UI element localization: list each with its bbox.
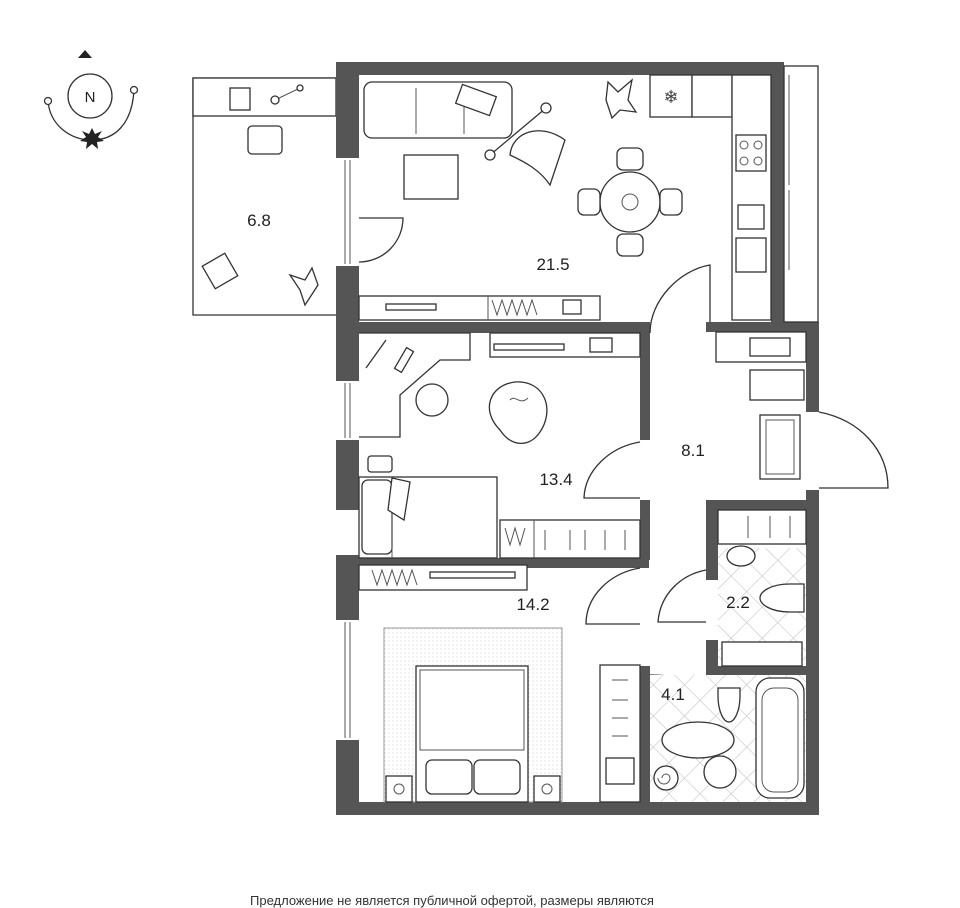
pillow-right-icon [473, 759, 521, 795]
windows [344, 65, 819, 738]
plant-icon [605, 78, 638, 120]
stove-icon [735, 134, 767, 172]
toilet-icon [759, 583, 805, 613]
area-label-bathroom: 4.1 [661, 685, 685, 704]
bath-toilet-icon [717, 687, 741, 723]
compass-dot-west [43, 96, 53, 106]
area-label-hall: 8.1 [681, 441, 705, 460]
hall-mat [759, 414, 801, 480]
dishwasher-icon [735, 237, 767, 273]
books-icon [491, 298, 538, 317]
bean-bag-icon [488, 381, 548, 445]
balcony [192, 77, 337, 316]
speaker-icon [562, 299, 582, 315]
fridge-icon [649, 74, 693, 118]
bedroom-small-furniture [358, 332, 641, 559]
area-label-living-kitchen: 21.5 [536, 255, 569, 274]
desk-icon [359, 332, 471, 438]
sink-icon [737, 204, 765, 230]
toilet-door-swing [657, 569, 707, 623]
balcony-door-swing [358, 217, 404, 263]
compass-dot-east [129, 85, 139, 95]
area-label-balcony: 6.8 [247, 211, 271, 230]
entrance-door-swing [818, 411, 889, 489]
pc-icon [365, 339, 387, 369]
bathtub-icon [755, 677, 805, 799]
balcony-box-icon [229, 87, 251, 111]
bath-drain-icon [653, 765, 679, 791]
bathroom [650, 675, 806, 802]
compass: N [43, 50, 139, 149]
sun-icon [80, 128, 104, 149]
kitchen-counter [731, 74, 772, 321]
bath-rug-icon [661, 721, 735, 759]
north-arrow-icon [78, 50, 92, 58]
area-labels: 6.8 21.5 13.4 8.1 14.2 2.2 4.1 [247, 211, 750, 704]
toilet-sink-icon [726, 545, 756, 567]
hangers-icon [612, 679, 628, 737]
area-label-bedroom-small: 13.4 [539, 470, 572, 489]
pillow-icon [454, 83, 498, 117]
hall-furniture [715, 331, 807, 480]
balcony-box-icon-2 [201, 252, 239, 290]
desk-chair-icon [415, 383, 449, 417]
toilet-room [717, 509, 807, 667]
east-window-frame [783, 65, 819, 323]
armchair-icon [509, 130, 566, 187]
living-door-swing [649, 264, 711, 334]
dining-table-icon [599, 171, 661, 233]
nightstand-icon [367, 455, 393, 473]
folded-clothes-icon [605, 757, 635, 785]
monitor-icon [589, 337, 613, 353]
svg-text:❄: ❄ [663, 87, 678, 107]
bedroom-small-door-swing [583, 441, 641, 499]
nightstand-right-icon [533, 775, 561, 803]
chair-icon-n [616, 147, 644, 171]
balcony-plant-icon [288, 266, 319, 307]
chair-icon-s [616, 233, 644, 257]
floor-lamp-icon [489, 107, 547, 156]
area-label-toilet: 2.2 [726, 593, 750, 612]
chair-icon-e [659, 188, 683, 216]
chair-icon-w [577, 188, 601, 216]
nightstand-left-icon [385, 775, 413, 803]
bedroom-large-furniture [358, 564, 641, 803]
area-label-bedroom-large: 14.2 [516, 595, 549, 614]
compass-ring [67, 73, 113, 119]
toilet-cabinet [717, 509, 807, 545]
balcony-counter [192, 77, 337, 117]
coffee-table-icon [403, 154, 459, 200]
bedroom-large-door-swing [585, 567, 641, 625]
washing-machine [721, 641, 803, 667]
pillow-left-icon [425, 759, 473, 795]
hall-shoe-rack [749, 369, 805, 401]
tv-icon [385, 303, 437, 311]
balcony-chair-icon [247, 125, 283, 155]
living-furniture: ❄ [358, 74, 772, 321]
disclaimer-text: Предложение не является публичной оферто… [250, 893, 654, 908]
bath-sink-icon [703, 755, 737, 789]
compass-north-label: N [85, 89, 96, 106]
